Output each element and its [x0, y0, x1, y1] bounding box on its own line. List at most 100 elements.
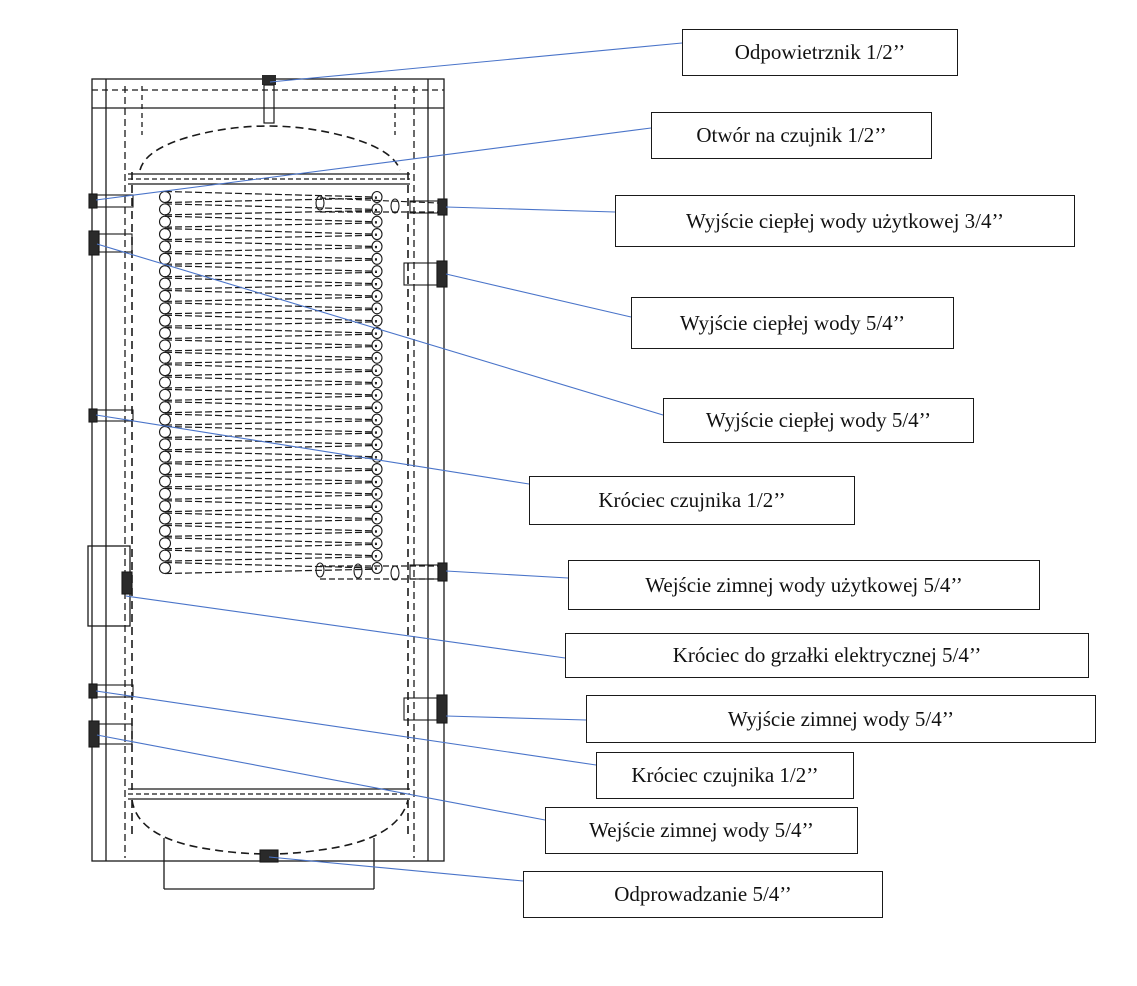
- coil-loop-right: [371, 475, 383, 488]
- label-hot-out-left-text: Wyjście ciepłej wody 5/4’’: [705, 408, 932, 432]
- coil-pipe-lower: [164, 469, 378, 476]
- coil-pipe-upper: [164, 203, 378, 211]
- coil-pipe-upper: [164, 215, 378, 223]
- coil-pipe-lower: [164, 556, 378, 562]
- coil-loop-right: [371, 203, 383, 216]
- coil-loop-right: [371, 463, 383, 476]
- coil-loop-right: [371, 512, 383, 525]
- coil-pipe-upper: [164, 512, 378, 520]
- coil-pipe-lower: [164, 209, 378, 216]
- label-dhw-hot-out: Wyjście ciepłej wody użytkowej 3/4’’: [615, 195, 1075, 247]
- coil-loop-right: [371, 228, 383, 241]
- coil-pipe-lower: [164, 568, 378, 575]
- label-cold-out-right-text: Wyjście zimnej wody 5/4’’: [727, 706, 955, 731]
- coil-loop-left: [158, 512, 172, 525]
- coil-loop-left: [158, 289, 172, 302]
- coil-pipe-upper: [164, 240, 378, 248]
- label-sensor-lower-text: Króciec czujnika 1/2’’: [631, 763, 819, 787]
- coil-pipe-upper: [164, 376, 378, 384]
- coil-pipe-upper: [164, 413, 378, 421]
- coil-inlet-end: [353, 563, 363, 579]
- coil-pipe-lower: [164, 284, 378, 290]
- label-cold-out-right: Wyjście zimnej wody 5/4’’: [586, 695, 1096, 743]
- coil-loop-left: [158, 561, 172, 575]
- leader-sensor-lower: [95, 690, 597, 766]
- coil-outlet-end: [390, 198, 400, 214]
- coil-pipe-upper: [164, 228, 378, 235]
- coil-pipe-lower: [164, 444, 378, 451]
- label-cold-in-left: Wejście zimnej wody 5/4’’: [545, 807, 858, 854]
- coil-pipe-upper: [164, 425, 378, 433]
- coil-loop-right: [371, 388, 383, 401]
- coil-loop-right: [371, 487, 383, 500]
- coil-outlet-pipe: [319, 197, 439, 204]
- coil-pipe-upper: [164, 462, 378, 470]
- label-sensor-lower: Króciec czujnika 1/2’’: [596, 752, 854, 799]
- coil-loop-right: [371, 339, 383, 352]
- label-air-vent-text: Odpowietrznik 1/2’’: [734, 40, 906, 64]
- coil-pipe-lower: [164, 197, 378, 204]
- leader-dhw-cold-in: [445, 570, 569, 579]
- coil-pipe-lower: [164, 519, 378, 525]
- label-sensor-upper: Króciec czujnika 1/2’’: [529, 476, 855, 525]
- coil-loop-right: [371, 524, 383, 537]
- label-sensor-opening-text: Otwór na czujnik 1/2’’: [696, 123, 887, 147]
- coil-loop-right: [371, 215, 383, 228]
- coil-pipe-upper: [164, 438, 378, 445]
- coil-loop-left: [158, 425, 172, 439]
- drain-stand: [163, 838, 375, 890]
- coil-outlet-end: [315, 195, 325, 211]
- coil-loop-right: [371, 289, 383, 302]
- coil-pipe-upper: [164, 265, 378, 272]
- coil-loop-left: [158, 351, 172, 364]
- coil-pipe-upper: [164, 450, 378, 458]
- label-dhw-cold-in-text: Wejście zimnej wody użytkowej 5/4’’: [645, 572, 963, 597]
- coil-pipe-upper: [164, 475, 378, 483]
- leader-sensor-opening: [95, 127, 652, 201]
- coil-loop-right: [371, 425, 383, 439]
- leader-drain: [268, 856, 524, 882]
- coil-loop-right: [371, 240, 383, 253]
- coil-pipe-lower: [164, 383, 378, 389]
- coil-loop-right: [371, 190, 383, 204]
- coil-pipe-upper: [164, 302, 378, 309]
- coil-pipe-lower: [164, 296, 378, 303]
- coil-loop-left: [158, 388, 172, 401]
- coil-loop-right: [371, 537, 383, 550]
- side-fittings: [87, 193, 448, 863]
- coil-loop-left: [158, 438, 172, 451]
- label-drain: Odprowadzanie 5/4’’: [523, 871, 883, 918]
- coil-loop-right: [371, 351, 383, 364]
- coil-pipe-lower: [164, 259, 378, 265]
- leader-hot-out-left: [96, 243, 664, 416]
- coil-loop-left: [158, 364, 172, 377]
- coil-loop-right: [371, 314, 383, 327]
- coil-pipe-lower: [164, 345, 378, 352]
- coil-pipe-lower: [164, 308, 378, 315]
- coil-pipe-upper: [164, 364, 378, 371]
- leader-air-vent: [269, 42, 683, 83]
- coil-loop-left: [158, 265, 172, 278]
- label-heater-port: Króciec do grzałki elektrycznej 5/4’’: [565, 633, 1089, 678]
- coil-pipe-lower: [164, 321, 378, 327]
- heat-exchanger-coil: [158, 190, 439, 581]
- label-cold-in-left-text: Wejście zimnej wody 5/4’’: [589, 818, 814, 842]
- coil-pipe-upper: [164, 537, 378, 544]
- coil-loop-left: [158, 190, 172, 204]
- coil-loop-right: [371, 376, 383, 389]
- leader-dhw-hot-out: [445, 206, 616, 213]
- label-drain-text: Odprowadzanie 5/4’’: [614, 882, 792, 906]
- coil-pipe-upper: [164, 190, 378, 198]
- coil-loop-left: [158, 339, 172, 352]
- coil-loop-left: [158, 463, 172, 476]
- coil-loop-left: [158, 252, 172, 265]
- coil-pipe-upper: [164, 388, 378, 396]
- air-vent-fitting: [262, 75, 276, 124]
- coil-loop-right: [371, 561, 383, 575]
- coil-pipe-upper: [164, 500, 378, 507]
- label-dhw-cold-in: Wejście zimnej wody użytkowej 5/4’’: [568, 560, 1040, 610]
- label-air-vent: Odpowietrznik 1/2’’: [682, 29, 958, 76]
- coil-loop-right: [371, 364, 383, 377]
- coil-loop-left: [158, 450, 172, 463]
- coil-loop-right: [371, 277, 383, 290]
